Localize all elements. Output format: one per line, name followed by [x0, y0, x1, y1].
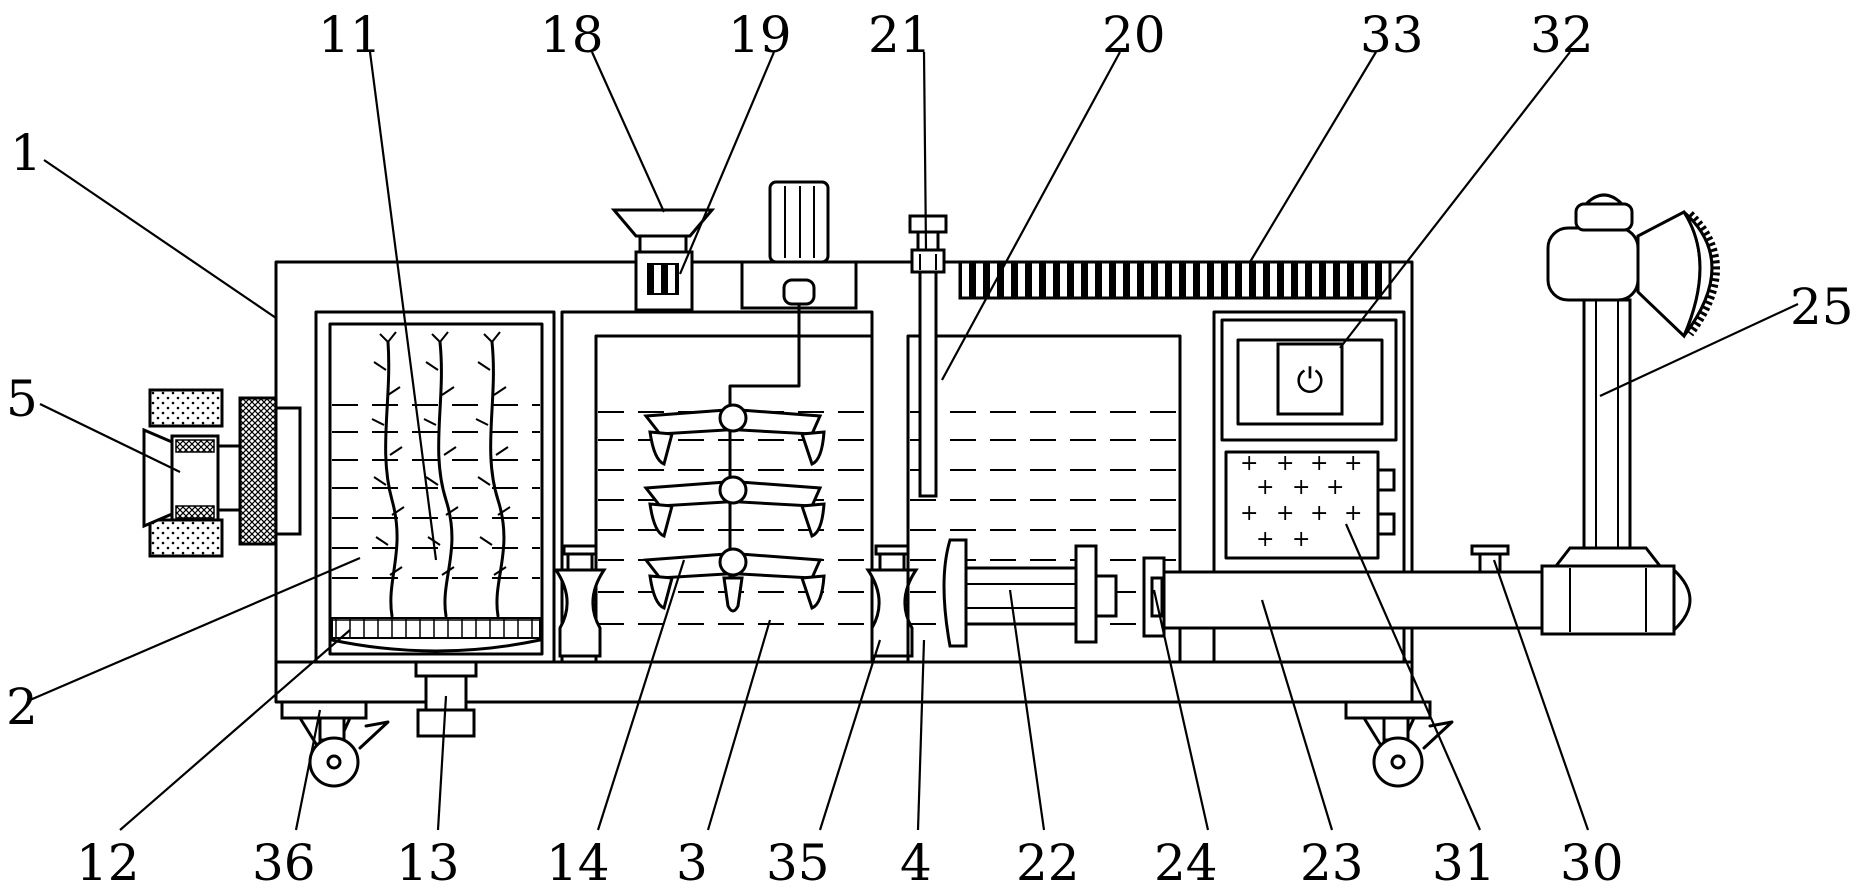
label-13: 13: [396, 834, 460, 892]
label-23: 23: [1300, 834, 1364, 892]
stirrer-blades: [643, 403, 826, 613]
control-cabinet: ⏻ + + + + + + + + + + + + +: [1212, 310, 1406, 664]
svg-text:+: +: [1310, 451, 1328, 476]
svg-text:+: +: [1326, 475, 1344, 500]
label-21: 21: [868, 6, 932, 64]
label-25: 25: [1790, 278, 1854, 336]
label-35: 35: [766, 834, 830, 892]
power-button-icon[interactable]: ⏻: [1297, 361, 1324, 401]
spray-tower: [1546, 193, 1720, 568]
svg-text:+: +: [1240, 501, 1258, 526]
feeder-screen: [647, 263, 679, 295]
label-19: 19: [728, 6, 792, 64]
label-32: 32: [1530, 6, 1594, 64]
inlet-fan: [142, 388, 302, 558]
caster-right: [1344, 700, 1454, 788]
label-33: 33: [1360, 6, 1424, 64]
outlet-pipe: [1162, 564, 1692, 636]
svg-text:+: +: [1256, 527, 1274, 552]
top-vent: [958, 260, 1392, 300]
svg-text:+: +: [1344, 501, 1362, 526]
label-24: 24: [1154, 834, 1218, 892]
label-14: 14: [546, 834, 610, 892]
label-4: 4: [900, 834, 932, 892]
pump-chamber: [906, 214, 1182, 664]
part-labels: 1 5 2 11 18 19 21 20 33 32 25 12 36 13 1…: [6, 6, 1854, 892]
label-11: 11: [318, 6, 382, 64]
label-2: 2: [6, 678, 38, 736]
svg-text:+: +: [1292, 475, 1310, 500]
label-30: 30: [1560, 834, 1624, 892]
label-18: 18: [540, 6, 604, 64]
aquatic-plants: [371, 331, 511, 618]
feed-hopper: [610, 208, 716, 312]
svg-text:+: +: [1292, 527, 1310, 552]
caster-left: [280, 700, 390, 788]
svg-text:+: +: [1344, 451, 1362, 476]
drain-outlet: [414, 660, 478, 738]
valve-left: [553, 544, 607, 658]
label-22: 22: [1016, 834, 1080, 892]
outlet-valve: [1470, 544, 1510, 574]
svg-text:+: +: [1256, 475, 1274, 500]
battery-plus-marks: + + + + + + + + + + + + +: [1240, 451, 1362, 552]
label-20: 20: [1102, 6, 1166, 64]
valve-right: [865, 544, 919, 658]
leader-lines: [29, 51, 1799, 831]
label-3: 3: [676, 834, 708, 892]
svg-text:+: +: [1276, 451, 1294, 476]
label-5: 5: [6, 370, 38, 428]
svg-text:+: +: [1310, 501, 1328, 526]
mixing-chamber: [560, 310, 874, 664]
label-1: 1: [10, 124, 42, 182]
filter-grid: [331, 617, 541, 639]
stirring-motor: [728, 180, 858, 602]
label-12: 12: [76, 834, 140, 892]
svg-text:+: +: [1240, 451, 1258, 476]
plant-chamber: [314, 310, 556, 664]
label-31: 31: [1432, 834, 1496, 892]
label-36: 36: [252, 834, 316, 892]
svg-text:+: +: [1276, 501, 1294, 526]
